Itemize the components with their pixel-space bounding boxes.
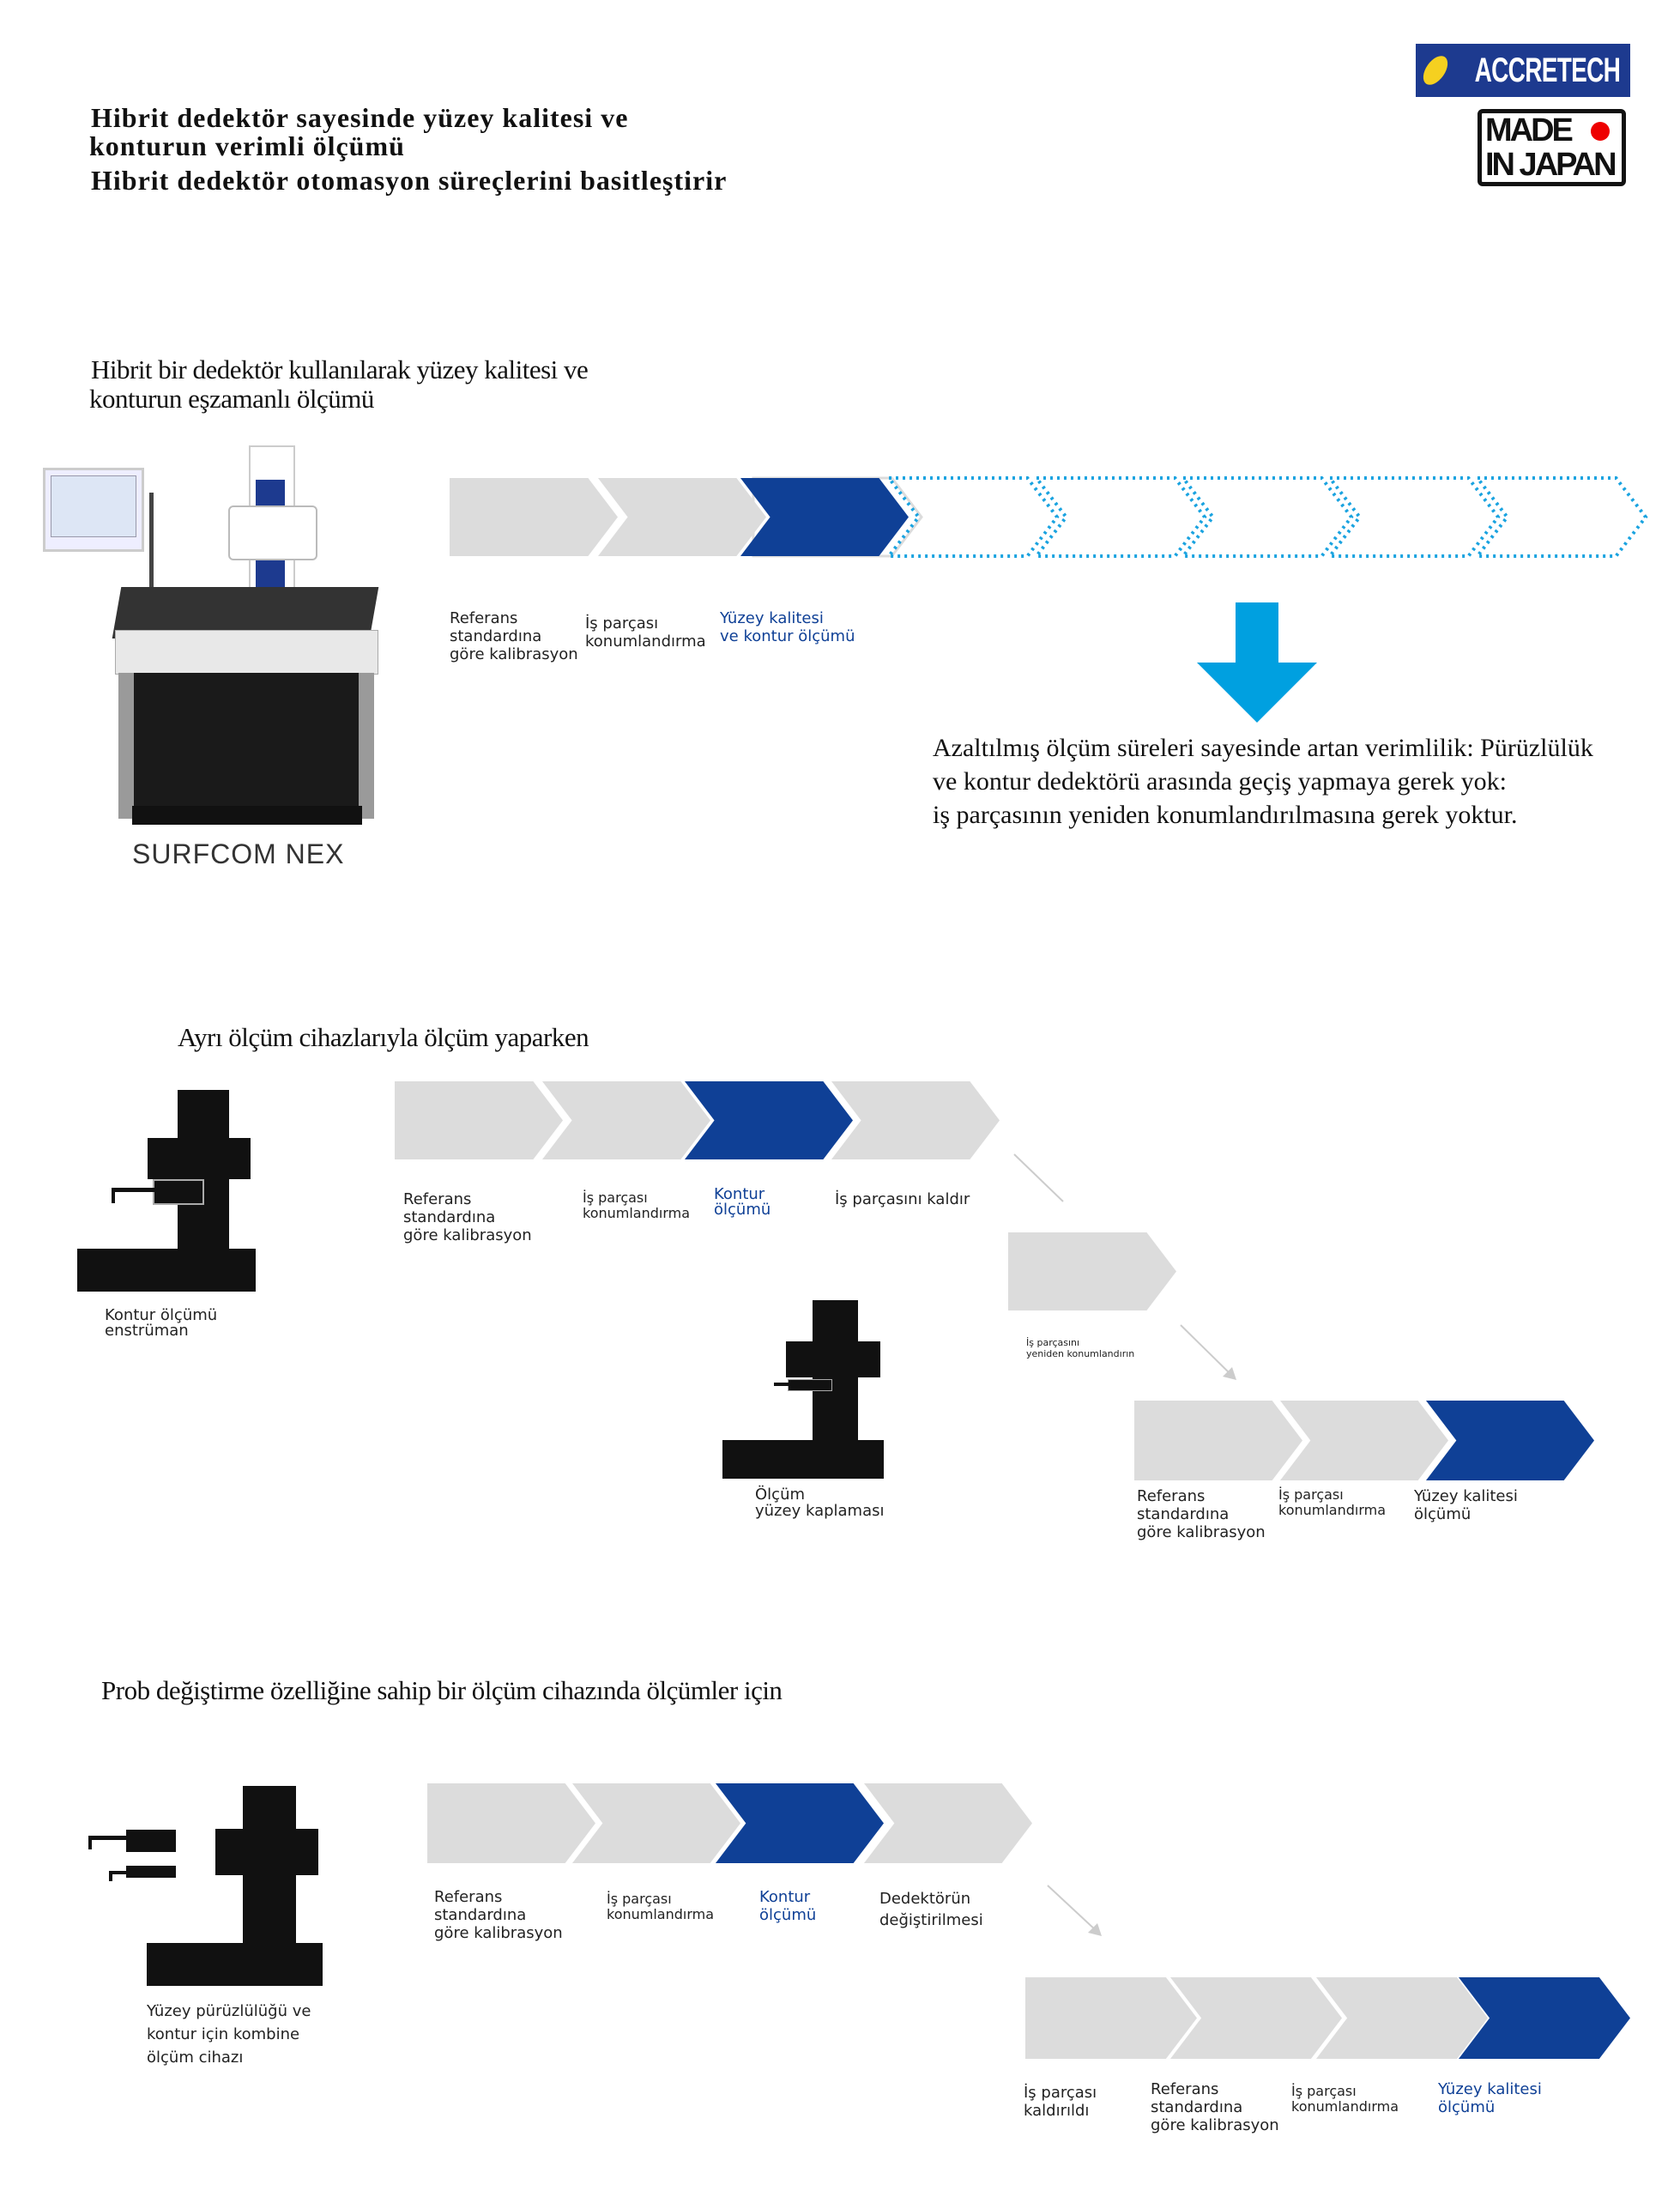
s2-row2-label-3: Yüzey kalitesi ölçümü: [1414, 1487, 1518, 1523]
s2-step-label-3: Kontur ölçümü: [714, 1185, 771, 1219]
s3-row2-label-3: İş parçası konumlandırma: [1291, 2083, 1399, 2115]
chevron-shape: [427, 1783, 595, 1863]
chevron-shape: [572, 1783, 740, 1863]
s2-row2-chevron-3: [1426, 1401, 1594, 1480]
accretech-swoosh-icon: [1418, 51, 1453, 89]
s1-step-chevron-3: [740, 478, 909, 556]
s1-trailing-chevron-3: [1032, 476, 1207, 558]
section1-heading-line-1: Hibrit bir dedektör kullanılarak yüzey k…: [91, 354, 589, 384]
accretech-logo-text: ACCRETECH: [1474, 51, 1621, 89]
s1-step-label-1: Referans standardına göre kalibrasyon: [450, 609, 578, 663]
s3-step-label-3: Kontur ölçümü: [759, 1888, 817, 1924]
s1-trailing-chevron-2: [885, 476, 1060, 558]
japan-flag-dot-icon: [1591, 122, 1610, 141]
monitor-icon: [43, 468, 144, 552]
s2-row1-chevron-1: [395, 1081, 563, 1159]
chevron-shape: [450, 478, 618, 556]
made-label: MADE: [1485, 112, 1574, 148]
benefit-line-1: Azaltılmış ölçüm süreleri sayesinde arta…: [933, 734, 1593, 762]
reposition-label: İş parçasını yeniden konumlandırın: [1026, 1337, 1135, 1359]
made-in-japan-badge: MADE IN JAPAN: [1478, 109, 1626, 186]
connector-arrow: [1180, 1324, 1233, 1377]
chevron-shape: [740, 478, 909, 556]
chevron-shape: [542, 1081, 710, 1159]
arrowhead-icon: [1088, 1923, 1102, 1936]
instrument3-label: Yüzey pürüzlülüğü ve kontur için kombine…: [147, 2002, 311, 2067]
s1-trailing-chevron-4: [1179, 476, 1354, 558]
s2-step-label-1: Referans standardına göre kalibrasyon: [403, 1190, 532, 1244]
s2-reposition-chevron: [1008, 1232, 1176, 1310]
s3-row1-chevron-1: [427, 1783, 595, 1863]
chevron-shape: [1473, 476, 1648, 558]
s2-row1-chevron-3: [685, 1081, 853, 1159]
connector-arrow: [1047, 1885, 1097, 1932]
s1-step-label-2: İş parçası konumlandırma: [585, 614, 706, 651]
chevron-shape: [1032, 476, 1207, 558]
s3-row1-chevron-2: [572, 1783, 740, 1863]
surfcom-nex-machine-image: SURFCOM NEX: [39, 445, 383, 875]
chevron-shape: [1025, 1977, 1197, 2059]
s2-row1-chevron-2: [542, 1081, 710, 1159]
s3-step-label-2: İş parçası konumlandırma: [607, 1891, 715, 1922]
chevron-shape: [685, 1081, 853, 1159]
chevron-shape: [831, 1081, 1000, 1159]
chevron-shape: [1459, 1977, 1630, 2059]
chevron-shape: [1008, 1232, 1176, 1310]
s2-row1-chevron-4: [831, 1081, 1000, 1159]
chevron-shape: [1426, 1401, 1594, 1480]
s2-row2-chevron-2: [1280, 1401, 1448, 1480]
chevron-shape: [395, 1081, 563, 1159]
accretech-logo: ACCRETECH: [1416, 44, 1630, 97]
connector-line: [1013, 1153, 1064, 1202]
s1-step-label-3: Yüzey kalitesi ve kontur ölçümü: [720, 609, 855, 645]
section2-heading: Ayrı ölçüm cihazlarıyla ölçüm yaparken: [178, 1022, 589, 1052]
section1-heading-line-2: konturun eşzamanlı ölçümü: [89, 384, 374, 414]
chevron-shape: [716, 1783, 884, 1863]
product-name: SURFCOM NEX: [132, 838, 345, 869]
s3-row1-chevron-3: [716, 1783, 884, 1863]
s1-trailing-chevron-6: [1473, 476, 1648, 558]
arrow-down-icon: [1197, 602, 1317, 723]
chevron-shape: [864, 1783, 1032, 1863]
s3-row2-chevron-1: [1025, 1977, 1197, 2059]
chevron-shape: [1316, 1977, 1488, 2059]
arrowhead-icon: [1223, 1367, 1236, 1380]
s2-step-label-4: İş parçasını kaldır: [835, 1190, 970, 1208]
in-japan-label: IN JAPAN: [1485, 147, 1617, 183]
s3-step-label-1: Referans standardına göre kalibrasyon: [434, 1888, 563, 1942]
contour-instrument-icon: [77, 1090, 257, 1296]
benefit-line-2: ve kontur dedektörü arasında geçiş yapma…: [933, 767, 1507, 796]
s1-trailing-chevron-5: [1326, 476, 1501, 558]
instrument2-label: Ölçüm yüzey kaplaması: [755, 1486, 885, 1520]
s3-row1-chevron-4: [864, 1783, 1032, 1863]
s2-row2-label-1: Referans standardına göre kalibrasyon: [1137, 1487, 1266, 1541]
title-line-1: Hibrit dedektör sayesinde yüzey kalitesi…: [91, 102, 629, 133]
s3-row2-label-4: Yüzey kalitesi ölçümü: [1438, 2080, 1542, 2116]
chevron-shape: [885, 476, 1060, 558]
chevron-shape: [598, 478, 766, 556]
instrument1-label: Kontur ölçümü enstrüman: [105, 1306, 218, 1340]
s1-step-chevron-1: [450, 478, 618, 556]
chevron-shape: [1134, 1401, 1302, 1480]
s2-row2-label-2: İş parçası konumlandırma: [1278, 1486, 1387, 1518]
combined-instrument-icon: [87, 1786, 327, 1988]
title-line-2: konturun verimli ölçümü: [89, 130, 405, 161]
surface-instrument-icon: [722, 1300, 885, 1480]
s2-row2-chevron-1: [1134, 1401, 1302, 1480]
chevron-shape: [1179, 476, 1354, 558]
s3-row2-chevron-2: [1170, 1977, 1342, 2059]
benefit-line-3: iş parçasının yeniden konumlandırılmasın…: [933, 801, 1518, 829]
chevron-shape: [1326, 476, 1501, 558]
s3-step-label-4: Dedektörün değiştirilmesi: [879, 1890, 983, 1929]
chevron-shape: [1170, 1977, 1342, 2059]
s2-step-label-2: İş parçası konumlandırma: [583, 1189, 691, 1221]
s3-row2-label-1: İş parçası kaldırıldı: [1024, 2084, 1097, 2120]
chevron-shape: [1280, 1401, 1448, 1480]
section3-heading: Prob değiştirme özelliğine sahip bir ölç…: [101, 1675, 783, 1705]
s3-row2-label-2: Referans standardına göre kalibrasyon: [1151, 2080, 1279, 2134]
title-line-3: Hibrit dedektör otomasyon süreçlerini ba…: [91, 165, 728, 196]
s1-step-chevron-2: [598, 478, 766, 556]
s3-row2-chevron-4: [1459, 1977, 1630, 2059]
s3-row2-chevron-3: [1316, 1977, 1488, 2059]
